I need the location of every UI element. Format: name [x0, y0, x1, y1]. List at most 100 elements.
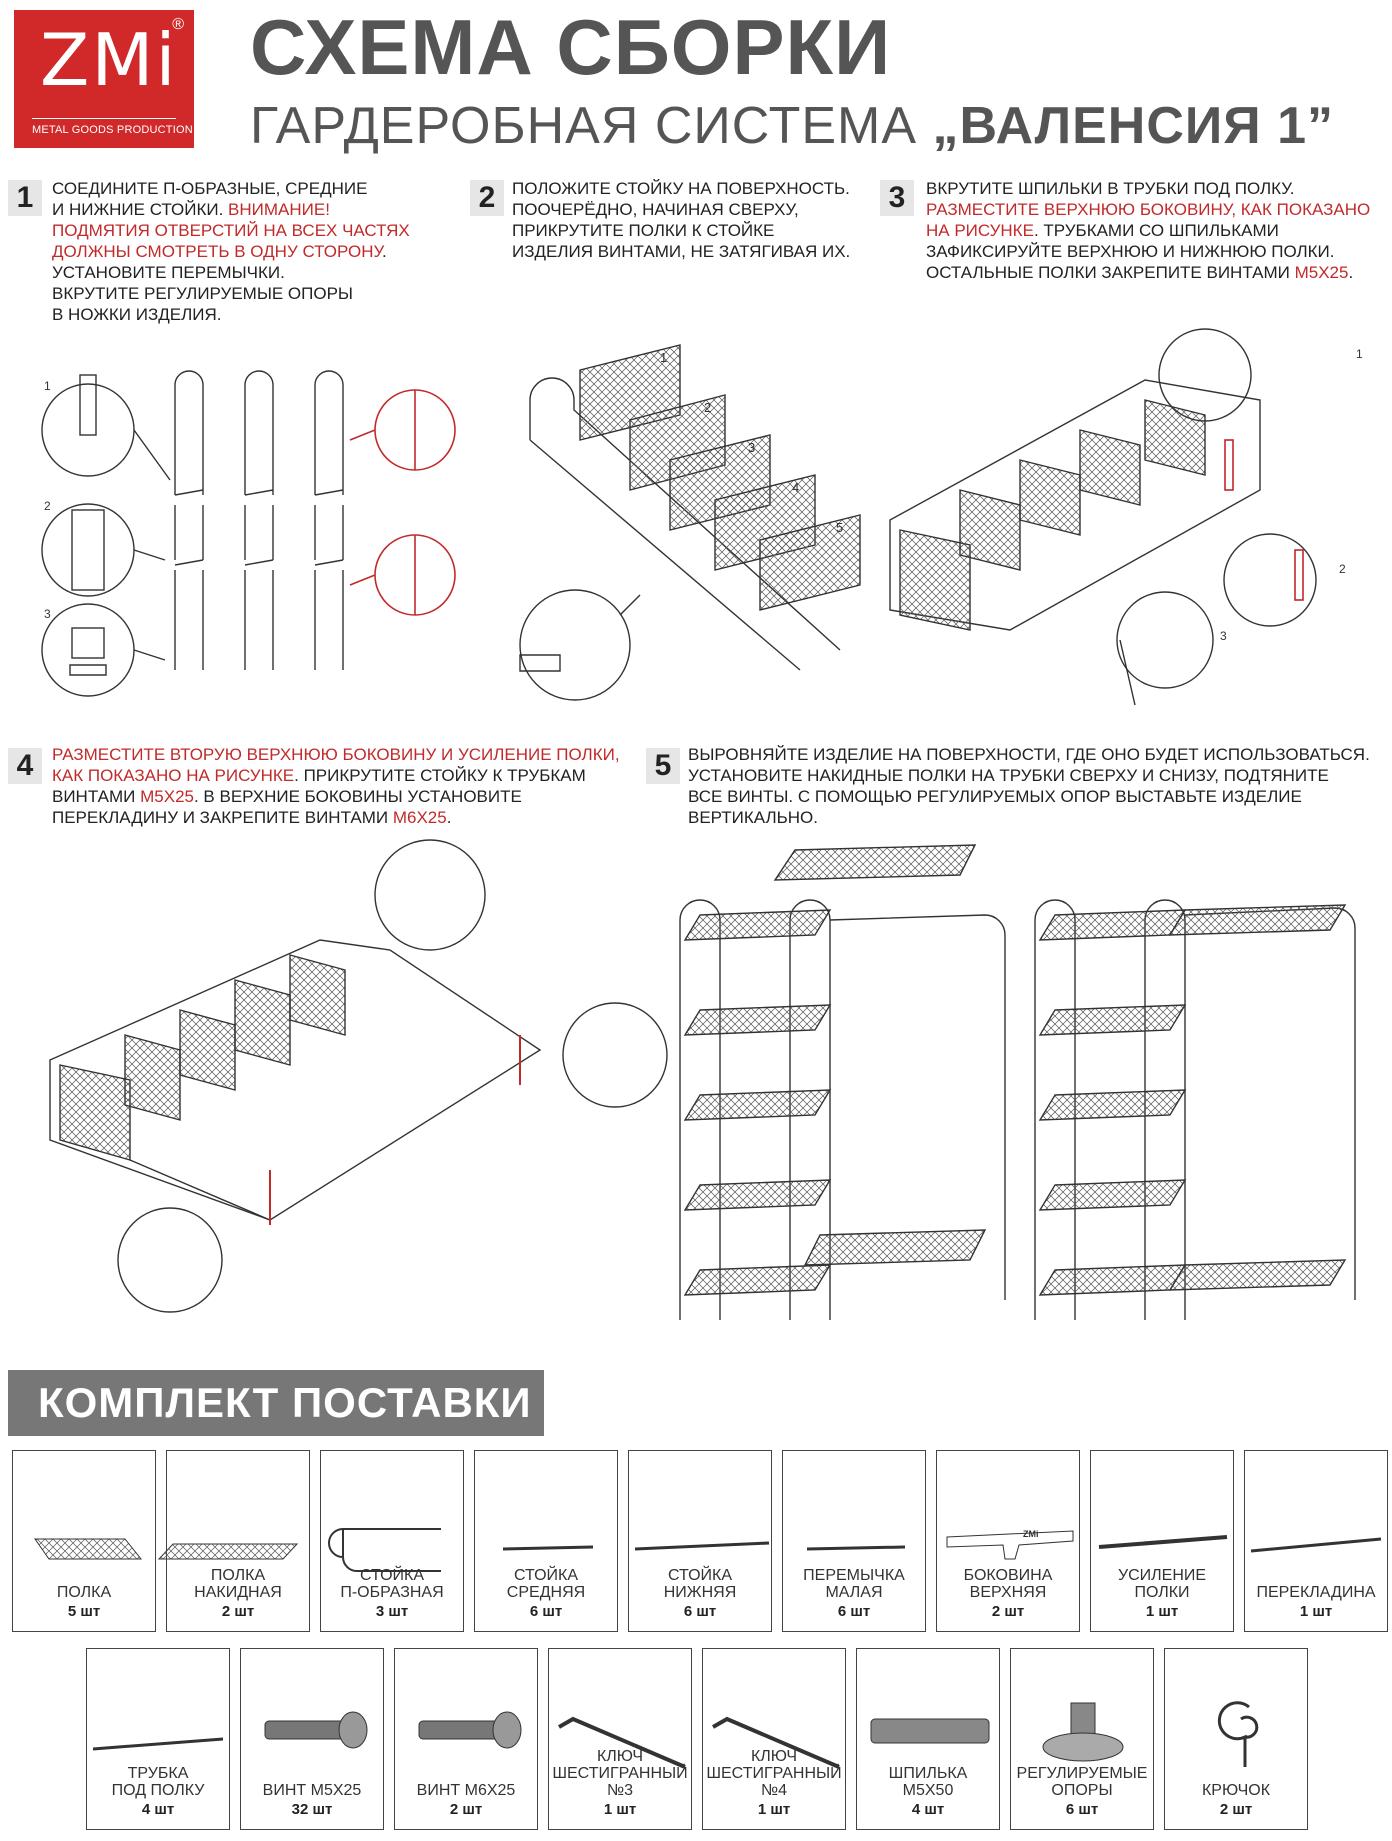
- kit-item-icon: [634, 1541, 770, 1551]
- kit-item-qty: 6 шт: [683, 1603, 717, 1620]
- kit-item-name-line: КЛЮЧ: [750, 1748, 798, 1765]
- logo-tagline: METAL GOODS PRODUCTION: [32, 124, 193, 136]
- step-text-fragment: НА РИСУНКЕ: [926, 221, 1034, 240]
- step-3-callout-3: 3: [1220, 629, 1227, 643]
- kit-item-icon: [264, 1711, 368, 1749]
- registered-mark: ®: [172, 16, 184, 33]
- step-text-line: И НИЖНИЕ СТОЙКИ. ВНИМАНИЕ!: [52, 199, 410, 220]
- step-4-text: РАЗМЕСТИТЕ ВТОРУЮ ВЕРХНЮЮ БОКОВИНУ И УСИ…: [52, 744, 620, 828]
- step-text-fragment: ЗАФИКСИРУЙТЕ ВЕРХНЮЮ И НИЖНЮЮ ПОЛКИ.: [926, 242, 1335, 261]
- kit-item-name: ПОЛКА: [13, 1584, 155, 1601]
- kit-item-name-line: ПОЛКА: [210, 1567, 266, 1584]
- page-subtitle: ГАРДЕРОБНАЯ СИСТЕМА „ВАЛЕНСИЯ 1”: [250, 96, 1334, 156]
- kit-item-name-line: КЛЮЧ: [596, 1748, 644, 1765]
- step-text-line: ПООЧЕРЁДНО, НАЧИНАЯ СВЕРХУ,: [512, 199, 850, 220]
- kit-item-qty: 1 шт: [1299, 1603, 1333, 1620]
- kit-item-name-line: НИЖНЯЯ: [663, 1584, 737, 1601]
- step-text-fragment: ВСЕ ВИНТЫ. С ПОМОЩЬЮ РЕГУЛИРУЕМЫХ ОПОР В…: [688, 787, 1302, 806]
- step-text-fragment: ВЫРОВНЯЙТЕ ИЗДЕЛИЕ НА ПОВЕРХНОСТИ, ГДЕ О…: [688, 745, 1370, 764]
- kit-item-name-line: ПОЛКИ: [1134, 1584, 1190, 1601]
- step-text-fragment: М5х25: [1294, 263, 1349, 282]
- kit-item-qty: 1 шт: [603, 1801, 637, 1818]
- step-text-fragment: СОЕДИНИТЕ П-ОБРАЗНЫЕ, СРЕДНИЕ: [52, 179, 368, 198]
- step-text-fragment: В НОЖКИ ИЗДЕЛИЯ.: [52, 305, 222, 324]
- step-2-illustration: 1 2 3 4 5: [519, 344, 861, 701]
- kit-item-card: ШПИЛЬКАМ5х504 шт: [856, 1648, 1000, 1830]
- kit-item-icon: [92, 1737, 224, 1751]
- kit-item-icon: [1217, 1701, 1259, 1767]
- kit-item-qty: 4 шт: [911, 1801, 945, 1818]
- step-text-fragment: М5х25: [140, 787, 194, 806]
- kit-item-name-line: ПОЛКА: [56, 1584, 112, 1601]
- kit-item-name-line: МАЛАЯ: [825, 1584, 883, 1601]
- kit-item-qty: 2 шт: [221, 1603, 255, 1620]
- kit-item-name-line: СТОЙКА: [667, 1567, 732, 1584]
- step-4-number: 4: [8, 748, 42, 784]
- callout-1: 1: [44, 379, 51, 393]
- kit-item-icon: [1042, 1702, 1124, 1762]
- kit-item-name-line: УСИЛЕНИЕ: [1117, 1567, 1207, 1584]
- kit-item-icon: [558, 1716, 686, 1769]
- kit-item-card: ВИНТ М5х25 32 шт: [240, 1648, 384, 1830]
- kit-section-title: КОМПЛЕКТ ПОСТАВКИ: [8, 1370, 544, 1436]
- kit-item-icon: [946, 1530, 1074, 1560]
- kit-item-name: ВИНТ М5х25: [241, 1782, 383, 1799]
- step-text-fragment: ВКРУТИТЕ ШПИЛЬКИ В ТРУБКИ ПОД ПОЛКУ.: [926, 179, 1295, 198]
- kit-item-name-line: БОКОВИНА: [963, 1567, 1053, 1584]
- step-text-line: ВЕРТИКАЛЬНО.: [688, 807, 1370, 828]
- step-text-line: ЗАФИКСИРУЙТЕ ВЕРХНЮЮ И НИЖНЮЮ ПОЛКИ.: [926, 241, 1370, 262]
- logo-divider: [32, 118, 176, 119]
- step-3-illustration: 1 2 3: [889, 328, 1363, 706]
- kit-item-icon: [806, 1545, 906, 1551]
- step-text-fragment: ПРИКРУТИТЕ ПОЛКИ К СТОЙКЕ: [512, 221, 775, 240]
- kit-item-name-line: М5х50: [902, 1782, 954, 1799]
- kit-item-name-line: ВИНТ М5х25: [262, 1782, 362, 1799]
- step-text-fragment: . ТРУБКАМИ СО ШПИЛЬКАМИ: [1033, 221, 1279, 240]
- kit-item-qty: 6 шт: [1065, 1801, 1099, 1818]
- kit-item-name-line: НАКИДНАЯ: [194, 1584, 282, 1601]
- step-text-fragment: ОСТАЛЬНЫЕ ПОЛКИ ЗАКРЕПИТЕ ВИНТАМИ: [926, 263, 1295, 282]
- kit-item-icon: [34, 1538, 143, 1560]
- step-5-text: ВЫРОВНЯЙТЕ ИЗДЕЛИЕ НА ПОВЕРХНОСТИ, ГДЕ О…: [688, 744, 1370, 828]
- brand-logo: ZMi ® METAL GOODS PRODUCTION: [14, 10, 194, 148]
- step-2-number: 2: [470, 180, 504, 216]
- kit-item-qty: 5 шт: [67, 1603, 101, 1620]
- kit-item-icon: [157, 1543, 299, 1560]
- step-text-line: ПРИКРУТИТЕ ПОЛКИ К СТОЙКЕ: [512, 220, 850, 241]
- step-text-line: ПОЛОЖИТЕ СТОЙКУ НА ПОВЕРХНОСТЬ.: [512, 178, 850, 199]
- step-3-number: 3: [880, 180, 914, 216]
- step-text-fragment: ПОЛОЖИТЕ СТОЙКУ НА ПОВЕРХНОСТЬ.: [512, 179, 850, 198]
- step-text-fragment: УСТАНОВИТЕ ПЕРЕМЫЧКИ.: [52, 263, 285, 282]
- step-text-line: ВЫРОВНЯЙТЕ ИЗДЕЛИЕ НА ПОВЕРХНОСТИ, ГДЕ О…: [688, 744, 1370, 765]
- step-text-line: ВСЕ ВИНТЫ. С ПОМОЩЬЮ РЕГУЛИРУЕМЫХ ОПОР В…: [688, 786, 1370, 807]
- kit-item-name-line: СРЕДНЯЯ: [506, 1584, 586, 1601]
- kit-item-name: ВИНТ М6х25: [395, 1782, 537, 1799]
- step-text-line: ДОЛЖНЫ СМОТРЕТЬ В ОДНУ СТОРОНУ.: [52, 241, 410, 262]
- step-text-fragment: ДОЛЖНЫ СМОТРЕТЬ В ОДНУ СТОРОНУ: [52, 242, 383, 261]
- kit-item-qty: 32 шт: [291, 1801, 333, 1818]
- shelf-callout-1: 1: [660, 350, 667, 365]
- kit-item-name-line: П-ОБРАЗНАЯ: [340, 1584, 444, 1601]
- shelf-callout-4: 4: [792, 480, 799, 495]
- kit-item-name-line: ШЕСТИГРАННЫЙ: [552, 1765, 688, 1782]
- kit-item-icon: [328, 1528, 441, 1572]
- kit-item-side-label: ZMi: [1023, 1529, 1039, 1539]
- shelf-callout-2: 2: [704, 400, 711, 415]
- step-text-line: УСТАНОВИТЕ ПЕРЕМЫЧКИ.: [52, 262, 410, 283]
